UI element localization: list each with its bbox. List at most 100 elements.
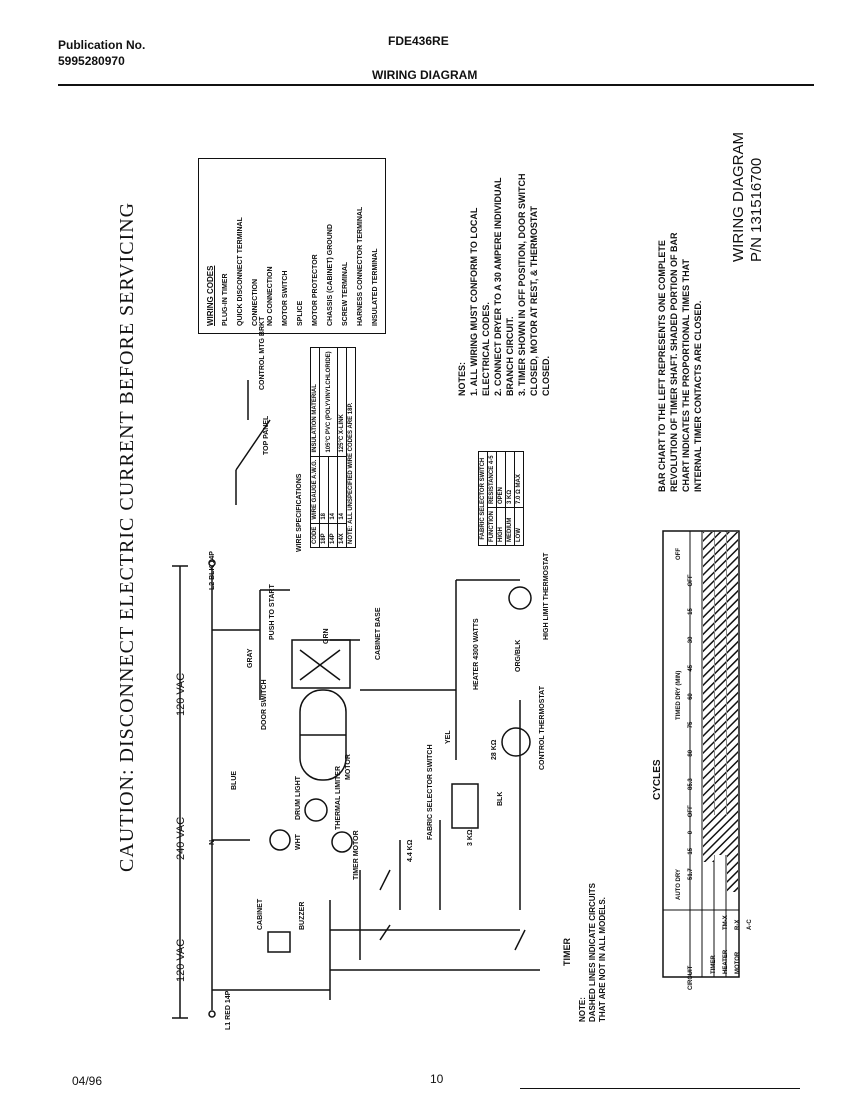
- fabric-selector-header: RESISTANCE 4-5: [487, 451, 497, 508]
- cycles-col-off: OFF: [676, 548, 682, 560]
- wiring-code-item: MOTOR PROTECTOR: [312, 254, 319, 326]
- footer-date: 04/96: [72, 1074, 103, 1088]
- wire-specs-grid: CODE WIRE GAUGE A.W.G. INSULATION MATERI…: [310, 347, 356, 548]
- publication-label: Publication No.: [58, 38, 146, 52]
- cycles-circuit-label: CIRCUIT: [688, 965, 694, 990]
- push-to-start-label: PUSH TO START: [269, 584, 276, 640]
- page-number: 10: [430, 1072, 444, 1086]
- motor-label: MOTOR: [345, 754, 352, 780]
- heater-label: HEATER 4300 WATTS: [473, 618, 480, 690]
- control-thermostat-label: CONTROL THERMOSTAT: [539, 685, 546, 770]
- cycles-ticks-auto: 51.7 15 0 OFF: [688, 805, 694, 880]
- wiring-code-item: SPLICE: [297, 300, 304, 326]
- voltage-120-right-label: 120 VAC: [175, 673, 187, 716]
- fabric-selector-cell: MEDIUM: [505, 507, 515, 546]
- timer-label: TIMER: [562, 938, 572, 966]
- wire-specs-note: NOTE: ALL UNSPECIFIED WIRE CODES ARE 18P…: [346, 347, 356, 548]
- heater-bar: [715, 532, 726, 852]
- grn-wire-label: GRN: [323, 628, 330, 644]
- fabric-selector-cell: OPEN: [496, 451, 506, 508]
- cycle-tick: 15: [688, 608, 694, 615]
- fabric-selector-grid: FABRIC SELECTOR SWITCH FUNCTION RESISTAN…: [478, 451, 524, 546]
- fabric-selector-table: FABRIC SELECTOR SWITCH FUNCTION RESISTAN…: [478, 451, 524, 546]
- notes-block: NOTES: 1. ALL WIRING MUST CONFORM TO LOC…: [456, 166, 552, 397]
- wire-specs-cell: 14X: [337, 523, 347, 548]
- wiring-codes-title: WIRING CODES: [206, 265, 215, 326]
- cycle-tick: 80: [688, 749, 694, 757]
- wiring-code-item: HARNESS CONNECTOR TERMINAL: [357, 206, 364, 326]
- section-title: WIRING DIAGRAM: [372, 68, 478, 82]
- blk-wire-label: BLK: [497, 792, 504, 806]
- cabinet-base-label: CABINET BASE: [375, 607, 382, 660]
- cycle-contact-motor: A-C: [747, 919, 753, 930]
- fabric-selector-cell: 3 KΩ: [505, 451, 515, 508]
- wire-specs-header: CODE: [310, 523, 320, 548]
- dashed-note-text: DASHED LINES INDICATE CIRCUITS THAT ARE …: [588, 883, 607, 1022]
- wiring-code-item: CONNECTION: [252, 278, 259, 326]
- wire-specs-header: INSULATION MATERIAL: [310, 347, 320, 457]
- cycle-row-heater: HEATER: [723, 949, 729, 974]
- cabinet-label: CABINET: [257, 898, 264, 930]
- res-28k-label: 28 KΩ: [491, 739, 498, 760]
- footer-rule: [520, 1088, 800, 1089]
- cycles-col-timed-dry: TIMED DRY (MIN): [676, 670, 682, 720]
- cycle-contact-heater: R-X: [735, 919, 741, 930]
- voltage-120-left-label: 120 VAC: [175, 939, 187, 982]
- neutral-label: N: [209, 840, 216, 845]
- wire-specs-cell: 14P: [328, 523, 338, 548]
- timer-motor-label: TIMER MOTOR: [353, 830, 360, 880]
- cycle-row-timer: TIMER: [711, 955, 717, 974]
- l2-label: L2 BLK 14P: [209, 551, 216, 590]
- wire-specs-cell: 18P: [319, 523, 329, 548]
- fabric-selector-label: FABRIC SELECTOR SWITCH: [427, 744, 434, 840]
- res-44k-label: 4.4 KΩ: [407, 839, 414, 862]
- note-item: 2. CONNECT DRYER TO A 30 AMPERE INDIVIDU…: [493, 177, 515, 396]
- wire-specs-cell: 105°C PVC (POLYVINYLCHLORIDE): [319, 347, 338, 457]
- cycles-ticks-timed: 85.3 80 75 60 45 30 15 OFF: [688, 574, 694, 790]
- dashed-lines-note: NOTE: DASHED LINES INDICATE CIRCUITS THA…: [578, 872, 608, 1022]
- cycle-tick: 85.3: [688, 778, 694, 790]
- yel-wire-label: YEL: [445, 730, 452, 744]
- l1-label: L1 RED 14P: [225, 990, 232, 1030]
- fabric-selector-header: FUNCTION: [487, 507, 497, 546]
- wiring-code-item: PLUG-IN TIMER: [222, 273, 229, 327]
- door-switch-label: DOOR SWITCH: [261, 679, 268, 730]
- cycle-contact-timer: TM-X: [723, 915, 729, 930]
- bar-chart-note: BAR CHART TO THE LEFT REPRESENTS ONE COM…: [657, 232, 703, 492]
- wire-specs-cell: 14: [328, 456, 338, 524]
- note-item: 3. TIMER SHOWN IN OFF POSITION, DOOR SWI…: [517, 173, 551, 397]
- cycle-tick: 30: [688, 636, 694, 644]
- publication-number: 5995280970: [58, 54, 125, 68]
- blue-wire-label: BLUE: [231, 771, 238, 790]
- cycles-contacts: TM-X R-X A-C: [720, 915, 756, 930]
- gray-wire-label: GRAY: [247, 648, 254, 668]
- cycle-row-motor: MOTOR: [735, 951, 741, 974]
- wiring-code-item: QUICK DISCONNECT TERMINAL: [237, 217, 244, 326]
- fabric-selector-cell: 7.0 Ω MAX: [514, 451, 524, 508]
- fabric-selector-title: FABRIC SELECTOR SWITCH: [478, 451, 488, 546]
- wht-wire-label: WHT: [295, 833, 302, 850]
- cycle-tick: 60: [688, 693, 694, 700]
- voltage-240-label: 240 VAC: [175, 817, 187, 860]
- cycles-rows: TIMER HEATER MOTOR: [708, 950, 744, 974]
- motor-bar: [727, 532, 738, 892]
- wiring-code-item: MOTOR SWITCH: [282, 270, 289, 326]
- cycles-chart: [662, 530, 740, 978]
- wire-specs-title: WIRE SPECIFICATIONS: [296, 473, 303, 552]
- wiring-code-item: INSULATED TERMINAL: [372, 248, 379, 326]
- top-panel-label: TOP PANEL: [263, 415, 270, 455]
- buzzer-label: BUZZER: [299, 902, 306, 930]
- wiring-code-item: NO CONNECTION: [267, 266, 274, 327]
- timer-bar: [703, 532, 714, 862]
- wiring-code-item: SCREW TERMINAL: [342, 261, 349, 326]
- fabric-selector-cell: LOW: [514, 507, 524, 546]
- dashed-note-title: NOTE:: [578, 997, 587, 1022]
- wiring-codes-legend: WIRING CODES PLUG-IN TIMER QUICK DISCONN…: [206, 207, 383, 326]
- cycle-tick: 15: [688, 847, 694, 855]
- note-item: 1. ALL WIRING MUST CONFORM TO LOCAL ELEC…: [469, 207, 491, 396]
- wiring-codes-box: [198, 158, 386, 334]
- res-3k-label: 3 KΩ: [467, 829, 474, 846]
- model-number: FDE436RE: [388, 34, 449, 48]
- wire-specs-table: CODE WIRE GAUGE A.W.G. INSULATION MATERI…: [310, 347, 356, 548]
